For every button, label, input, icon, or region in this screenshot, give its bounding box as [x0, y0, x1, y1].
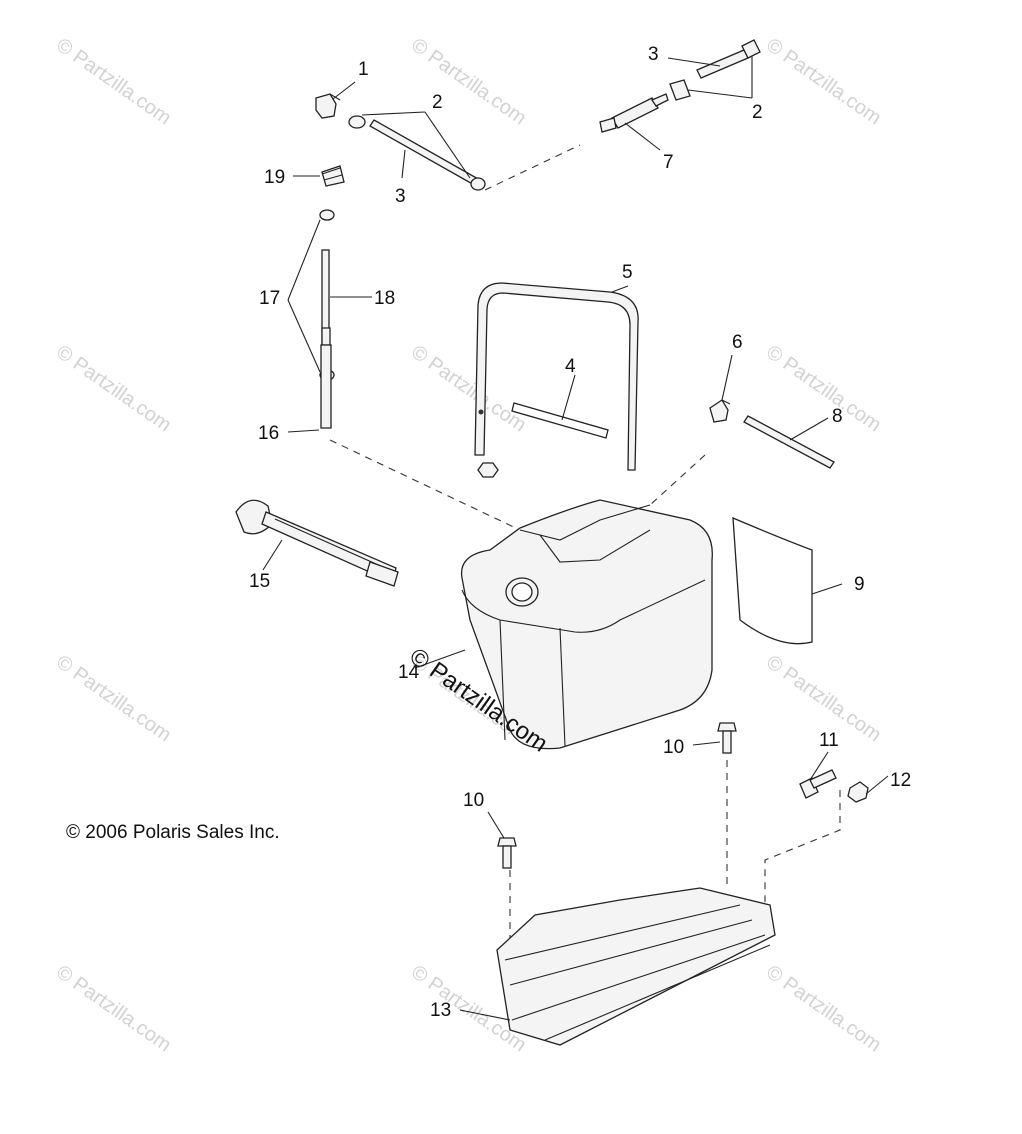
part-9-label — [732, 516, 843, 645]
part-12-nut — [847, 775, 889, 803]
part-10-bolt-upper — [692, 722, 737, 754]
part-16-fitting — [287, 327, 332, 433]
callout-5: 5 — [622, 262, 633, 283]
callout-16: 16 — [258, 423, 279, 444]
part-13-skid-plate — [459, 887, 776, 1046]
copyright-text: © 2006 Polaris Sales Inc. — [66, 822, 280, 843]
callout-19: 19 — [264, 167, 285, 188]
callout-4: 4 — [565, 356, 576, 377]
watermark: © Partzilla.com — [407, 341, 530, 436]
callout-18: 18 — [374, 288, 395, 309]
part-6-fitting — [709, 354, 733, 423]
callouts: 1 2 2 3 3 4 5 6 7 8 9 10 10 11 12 13 14 … — [249, 44, 911, 1021]
callout-17: 17 — [259, 288, 280, 309]
callout-12: 12 — [890, 770, 911, 791]
part-2-3-7-right-assembly — [599, 39, 761, 151]
watermark: © Partzilla.com — [52, 34, 175, 129]
callout-3: 3 — [648, 44, 659, 65]
callout-10: 10 — [663, 737, 684, 758]
part-1-fitting — [315, 81, 356, 119]
callout-8: 8 — [832, 406, 843, 427]
part-8-hose — [743, 415, 835, 469]
watermark: © Partzilla.com — [762, 341, 885, 436]
part-4-pad — [511, 374, 609, 439]
watermark: © Partzilla.com — [52, 651, 175, 746]
callout-15: 15 — [249, 571, 270, 592]
callout-11: 11 — [819, 730, 839, 751]
watermark: © Partzilla.com — [52, 961, 175, 1056]
callout-2: 2 — [432, 92, 443, 113]
callout-2: 2 — [752, 102, 763, 123]
part-5-strap — [474, 282, 639, 478]
part-2-3-left-hose — [348, 111, 486, 191]
callout-13: 13 — [430, 1000, 451, 1021]
callout-1: 1 — [358, 59, 369, 80]
watermark: © Partzilla.com — [52, 341, 175, 436]
callout-6: 6 — [732, 332, 743, 353]
callout-10: 10 — [463, 790, 484, 811]
callout-3: 3 — [395, 186, 406, 207]
part-11-bolt — [799, 751, 837, 799]
watermark: © Partzilla.com — [762, 34, 885, 129]
watermark: © Partzilla.com — [407, 34, 530, 129]
callout-9: 9 — [854, 574, 865, 595]
watermark: © Partzilla.com — [762, 961, 885, 1056]
callout-7: 7 — [663, 152, 674, 173]
part-14-fuel-tank — [414, 499, 713, 750]
callout-14: 14 — [398, 662, 420, 683]
part-15-fuel-cap — [235, 499, 399, 587]
assembly-lines — [329, 144, 841, 945]
part-10-bolt-lower — [487, 811, 517, 869]
part-19-grommet — [293, 165, 345, 187]
